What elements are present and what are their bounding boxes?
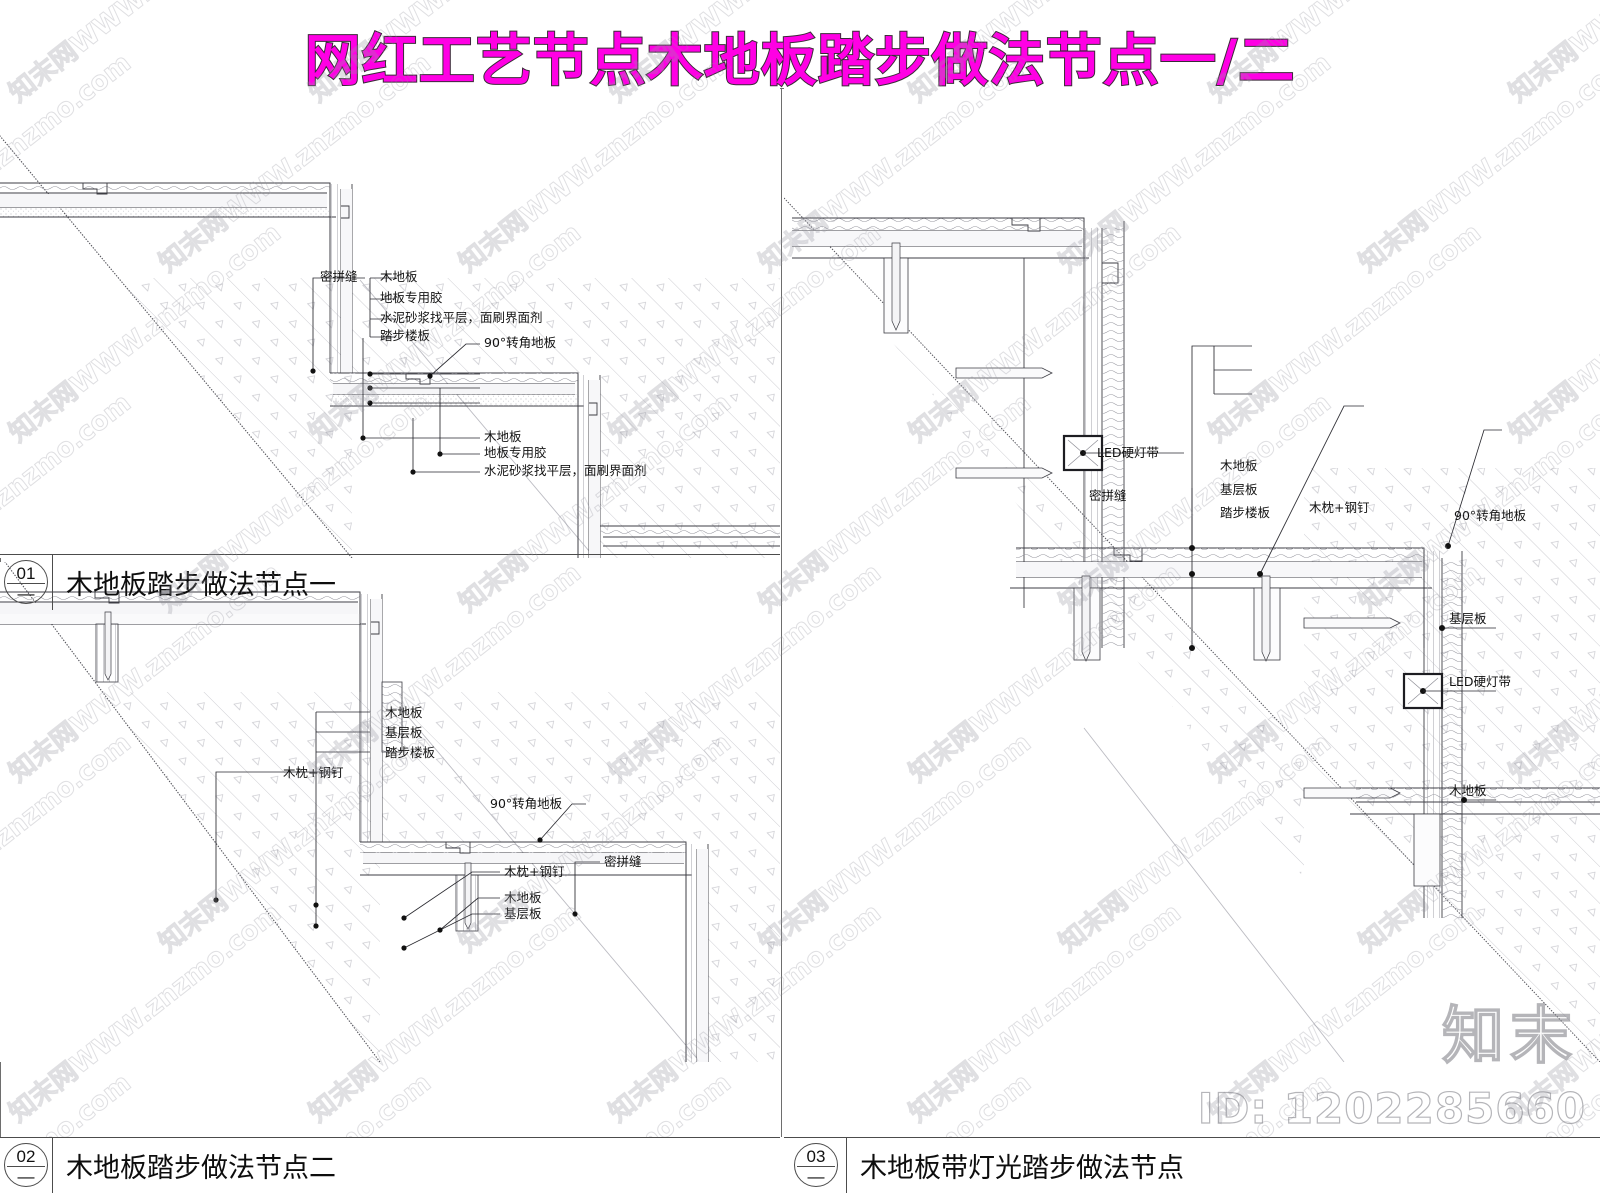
detail-02-label-sleeper-nail: 木枕+钢钉 [283,765,344,780]
detail-01-label-wood-floor-2: 木地板 [484,429,522,444]
caption-03-text: 木地板带灯光踏步做法节点 [860,1153,1184,1184]
detail-01-drawing [0,135,780,558]
detail-01-label-stair-slab: 踏步楼板 [380,328,431,343]
detail-panel-03: LED硬灯带 密拼缝 木地板 基层板 踏步楼板 木枕+钢钉 90°转角地板 基层… [784,88,1600,1062]
detail-02-label-base-board-2: 基层板 [504,906,542,921]
detail-bubble-03[interactable]: 03 — [794,1143,840,1189]
detail-panel-01: 密拼缝 木地板 地板专用胶 水泥砂浆找平层，面刷界面剂 踏步楼板 90°转角地板… [0,88,780,558]
detail-03-label-led-strip-2: LED硬灯带 [1449,674,1511,689]
detail-02-label-wood-floor: 木地板 [385,705,423,720]
detail-02-label-base-board: 基层板 [385,725,423,740]
detail-bubble-01[interactable]: 01 — [4,560,50,606]
detail-03-label-base-board: 基层板 [1220,482,1258,497]
detail-02-label-corner-board: 90°转角地板 [490,796,563,811]
caption-03-vrule [846,1137,847,1193]
detail-bubble-02[interactable]: 02 — [4,1143,50,1189]
detail-01-label-floor-glue: 地板专用胶 [380,290,443,305]
caption-02-text: 木地板踏步做法节点二 [66,1153,336,1184]
bubble-dash: — [17,584,35,603]
detail-03-label-corner-board: 90°转角地板 [1454,508,1527,523]
detail-03-drawing [784,197,1600,1062]
detail-01-label-wood-floor: 木地板 [380,269,418,284]
detail-03-label-stair-slab: 踏步楼板 [1220,505,1271,520]
caption-02-rule [0,1137,780,1138]
detail-caption-01: 01 — 木地板踏步做法节点一 [0,554,780,610]
detail-01-label-mipingfeng: 密拼缝 [320,269,358,284]
detail-02-drawing [0,562,780,1062]
caption-03-rule [784,1137,1600,1138]
bubble-number: 01 [16,564,36,583]
frame-vertical-divider [781,88,782,1137]
bubble-number: 03 [806,1147,826,1166]
page-title: 网红工艺节点木地板踏步做法节点一/二 [304,28,1296,95]
detail-panel-02: 木枕+钢钉 木地板 基层板 踏步楼板 90°转角地板 木枕+钢钉 木地板 基层板… [0,562,780,1062]
caption-02-vrule [52,1137,53,1193]
caption-01-text: 木地板踏步做法节点一 [66,570,336,601]
title-bar: 网红工艺节点木地板踏步做法节点一/二 [0,0,1600,95]
caption-01-vrule [52,554,53,610]
detail-03-label-sleeper-nail: 木枕+钢钉 [1309,500,1370,515]
detail-03-label-led-strip: LED硬灯带 [1097,445,1159,460]
detail-03-label-wood-floor-2: 木地板 [1449,783,1487,798]
detail-02-label-sleeper-nail-2: 木枕+钢钉 [504,864,565,879]
bubble-number: 02 [16,1147,36,1166]
detail-caption-02: 02 — 木地板踏步做法节点二 [0,1137,780,1193]
detail-03-label-base-board-2: 基层板 [1449,611,1487,626]
detail-03-label-wood-floor: 木地板 [1220,458,1258,473]
bubble-circle-icon [4,560,48,604]
detail-03-label-mipingfeng: 密拼缝 [1089,488,1127,503]
detail-01-label-screed-2: 水泥砂浆找平层，面刷界面剂 [484,463,647,478]
bubble-divider [7,583,45,584]
drawing-sheet: 密拼缝 木地板 地板专用胶 水泥砂浆找平层，面刷界面剂 踏步楼板 90°转角地板… [0,88,1600,1193]
detail-02-label-wood-floor-2: 木地板 [504,890,542,905]
bubble-dash: — [807,1167,825,1186]
detail-02-label-mipingfeng: 密拼缝 [604,854,642,869]
bubble-dash: — [17,1167,35,1186]
detail-caption-03: 03 — 木地板带灯光踏步做法节点 [784,1137,1600,1193]
detail-01-label-screed: 水泥砂浆找平层，面刷界面剂 [380,310,543,325]
detail-01-label-floor-glue-2: 地板专用胶 [484,445,547,460]
detail-01-label-corner-board: 90°转角地板 [484,335,557,350]
detail-02-label-stair-slab: 踏步楼板 [385,745,436,760]
caption-01-rule [0,554,780,555]
